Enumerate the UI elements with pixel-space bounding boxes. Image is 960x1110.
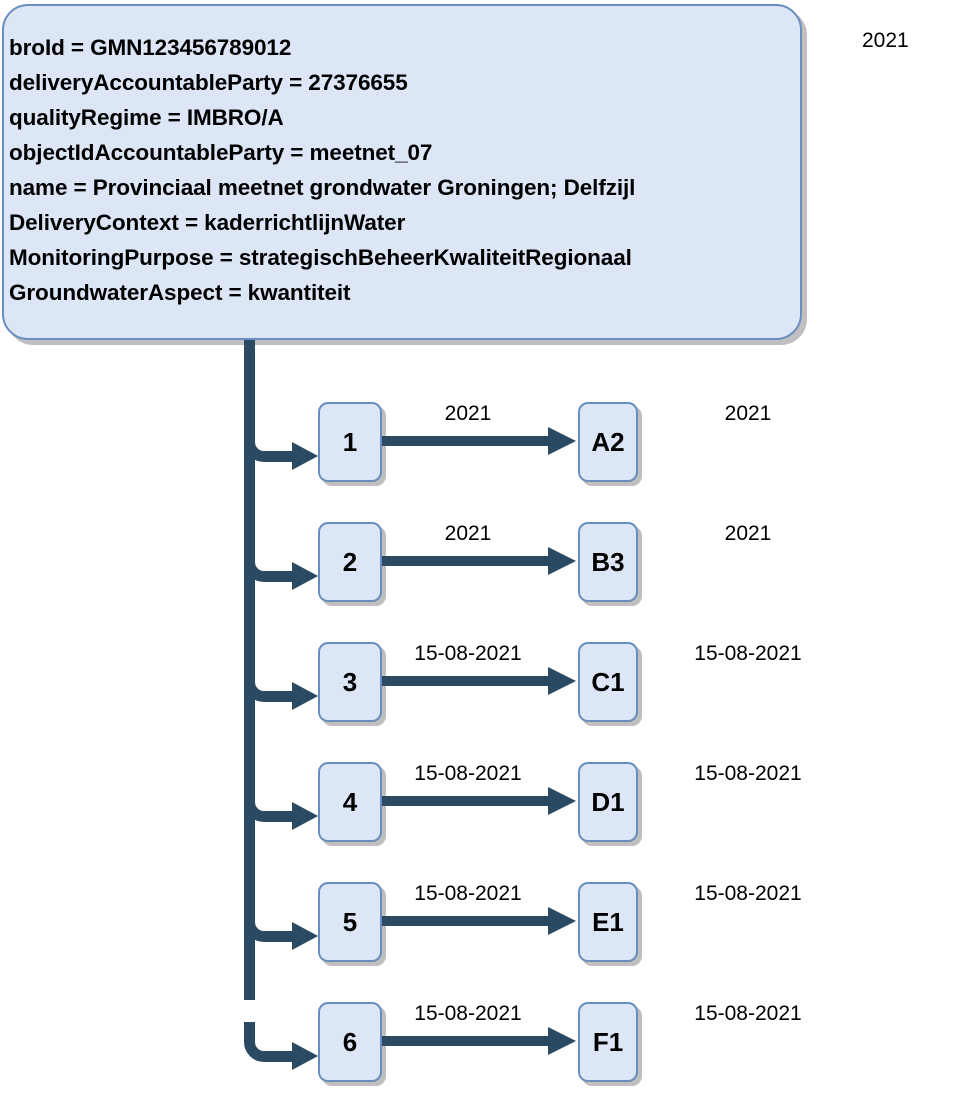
attribute-line-delivery-context: DeliveryContext = kaderrichtlijnWater [9,210,406,235]
measuring-point-node-5[interactable]: 5 [318,882,382,962]
branch-stem-1 [270,451,298,462]
edge-line-4 [382,796,554,806]
measuring-point-node-4[interactable]: 4 [318,762,382,842]
measuring-point-row-2: 2 2021 B3 2021 [0,510,960,630]
edge-arrowhead-5 [548,907,576,935]
measuring-point-row-4: 4 15-08-2021 D1 15-08-2021 [0,750,960,870]
branch-arrowhead-1 [292,442,318,470]
branch-elbow-5 [244,902,276,942]
edge-label-2: 2021 [444,522,492,545]
header-date-label: 2021 [862,29,909,52]
attribute-line-broid: broId = GMN123456789012 [9,35,292,60]
branch-stem-2 [270,571,298,582]
branch-elbow-2 [244,542,276,582]
measuring-point-node-6[interactable]: 6 [318,1002,382,1082]
branch-stem-3 [270,691,298,702]
monitoring-tube-node-2[interactable]: B3 [578,522,638,602]
branch-arrowhead-5 [292,922,318,950]
edge-line-6 [382,1036,554,1046]
monitoring-tube-node-3[interactable]: C1 [578,642,638,722]
attribute-line-object-id-accountable-party: objectIdAccountableParty = meetnet_07 [9,140,433,165]
branch-elbow-1 [244,422,276,462]
measuring-point-row-1: 1 2021 A2 2021 [0,390,960,510]
diagram-canvas: broId = GMN123456789012 deliveryAccounta… [0,4,960,1082]
trailing-date-label-3: 15-08-2021 [694,642,802,665]
monitoring-tube-node-5[interactable]: E1 [578,882,638,962]
attribute-line-monitoring-purpose: MonitoringPurpose = strategischBeheerKwa… [9,245,632,270]
measuring-point-node-3[interactable]: 3 [318,642,382,722]
attribute-line-name: name = Provinciaal meetnet grondwater Gr… [9,175,636,200]
branch-stem-5 [270,931,298,942]
branch-elbow-4 [244,782,276,822]
trailing-date-label-2: 2021 [724,522,772,545]
attribute-line-quality-regime: qualityRegime = IMBRO/A [9,105,284,130]
trailing-date-label-5: 15-08-2021 [694,882,802,905]
edge-label-3: 15-08-2021 [414,642,522,665]
edge-label-6: 15-08-2021 [414,1002,522,1025]
edge-arrowhead-1 [548,427,576,455]
edge-line-1 [382,436,554,446]
measuring-point-node-1[interactable]: 1 [318,402,382,482]
edge-label-5: 15-08-2021 [414,882,522,905]
edge-arrowhead-2 [548,547,576,575]
attribute-line-delivery-accountable-party: deliveryAccountableParty = 27376655 [9,70,408,95]
edge-line-5 [382,916,554,926]
measuring-point-row-5: 5 15-08-2021 E1 15-08-2021 [0,870,960,990]
branch-arrowhead-4 [292,802,318,830]
attribute-line-groundwater-aspect: GroundwaterAspect = kwantiteit [9,280,351,305]
gmn-attribute-box: broId = GMN123456789012 deliveryAccounta… [2,4,802,340]
branch-stem-4 [270,811,298,822]
trailing-date-label-6: 15-08-2021 [694,1002,802,1025]
branch-elbow-6 [244,1022,276,1062]
edge-label-1: 2021 [444,402,492,425]
trailing-date-label-4: 15-08-2021 [694,762,802,785]
measuring-point-row-3: 3 15-08-2021 C1 15-08-2021 [0,630,960,750]
monitoring-tube-node-4[interactable]: D1 [578,762,638,842]
branch-stem-6 [270,1051,298,1062]
edge-line-3 [382,676,554,686]
branch-arrowhead-2 [292,562,318,590]
edge-arrowhead-6 [548,1027,576,1055]
monitoring-tube-node-6[interactable]: F1 [578,1002,638,1082]
monitoring-tube-node-1[interactable]: A2 [578,402,638,482]
edge-arrowhead-4 [548,787,576,815]
branch-arrowhead-3 [292,682,318,710]
trailing-date-label-1: 2021 [724,402,772,425]
measuring-point-row-6: 6 15-08-2021 F1 15-08-2021 [0,990,960,1110]
branch-elbow-3 [244,662,276,702]
measuring-point-node-2[interactable]: 2 [318,522,382,602]
edge-line-2 [382,556,554,566]
edge-label-4: 15-08-2021 [414,762,522,785]
branch-arrowhead-6 [292,1042,318,1070]
edge-arrowhead-3 [548,667,576,695]
